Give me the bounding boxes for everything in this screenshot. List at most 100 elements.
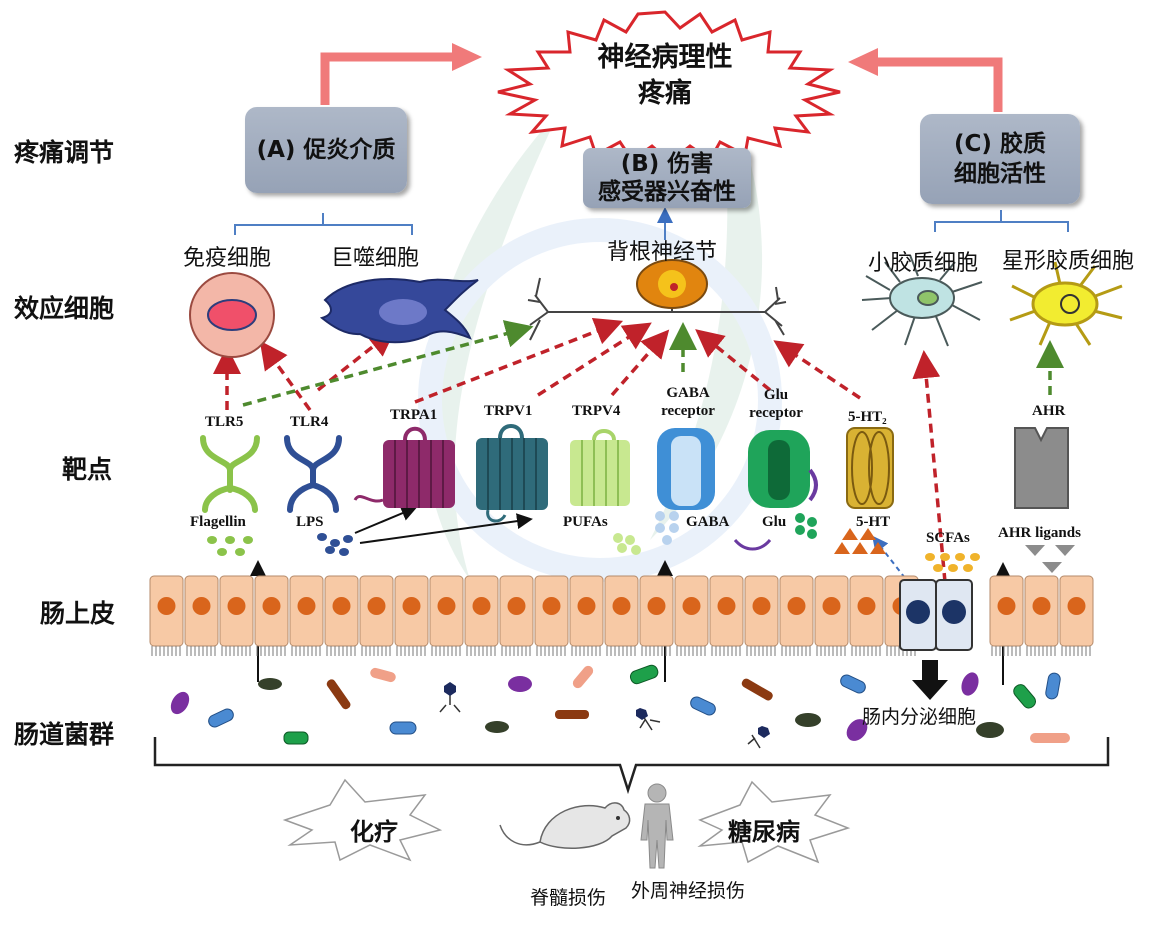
epithelial-nucleus	[367, 597, 386, 615]
diabetes-lightning	[697, 780, 851, 864]
enteroendocrine-cells-icon	[899, 579, 973, 651]
trpv4-channel-icon	[570, 429, 630, 506]
label-gaba: GABA	[686, 514, 730, 530]
microvilli	[396, 646, 426, 656]
glu-curve	[733, 538, 772, 551]
microvilli	[676, 646, 706, 656]
mechanism-b-line-2: 感受器兴奋性	[598, 179, 736, 205]
label-trpa1: TRPA1	[390, 407, 438, 423]
title-line-2: 疼痛	[638, 78, 692, 109]
microvilli	[571, 646, 601, 656]
label-trpv1: TRPV1	[484, 403, 533, 419]
red-dashed-arrows	[213, 318, 947, 583]
label-5ht2: 5-HT₂	[848, 409, 887, 425]
glu-dots	[795, 513, 817, 539]
label-glu-receptor-line-2: receptor	[749, 405, 803, 421]
row-label-effector-cells: 效应细胞	[14, 294, 115, 323]
label-glu-receptor: Glu receptor	[742, 386, 810, 422]
microvilli	[361, 646, 391, 656]
label-gaba-receptor-line-2: receptor	[661, 403, 715, 419]
microvilli	[151, 646, 181, 656]
bacteria-icons	[170, 664, 1070, 749]
label-drg: 背根神经节	[607, 240, 718, 265]
label-pufas: PUFAs	[563, 514, 608, 530]
mouse-icon	[499, 802, 631, 849]
epithelial-nucleus	[997, 597, 1016, 615]
label-lps: LPS	[296, 514, 324, 530]
glu-receptor-icon	[748, 430, 818, 508]
label-ahr: AHR	[1032, 403, 1066, 419]
label-trpv4: TRPV4	[572, 403, 621, 419]
label-peripheral-nerve-injury: 外周神经损伤	[631, 880, 746, 902]
label-spinal-cord-injury: 脊髓损伤	[530, 887, 607, 909]
lps-dots	[317, 533, 353, 556]
mechanism-c-line-2: 细胞活性	[954, 161, 1046, 187]
label-enteroendocrine: 肠内分泌细胞	[862, 706, 977, 728]
epithelial-nucleus	[332, 597, 351, 615]
microvilli	[256, 646, 286, 656]
pink-arrow-left	[320, 43, 482, 105]
microvilli	[466, 646, 496, 656]
astrocyte-icon	[1009, 261, 1123, 346]
epithelial-nucleus	[227, 597, 246, 615]
pink-arrow-right	[848, 48, 1003, 112]
label-5ht: 5-HT	[856, 514, 891, 530]
label-scfas: SCFAs	[926, 530, 970, 546]
label-chemotherapy: 化疗	[350, 818, 398, 846]
human-icon	[640, 783, 674, 869]
5ht-triangles	[834, 528, 886, 554]
microvilli	[606, 646, 636, 656]
epithelial-nucleus	[612, 597, 631, 615]
label-macrophage: 巨噬细胞	[331, 246, 420, 271]
down-arrow-icon	[912, 660, 948, 700]
green-dashed-arrows	[242, 320, 1064, 407]
microvilli	[711, 646, 741, 656]
label-flagellin: Flagellin	[190, 514, 246, 530]
label-gaba-receptor: GABA receptor	[654, 384, 722, 420]
label-glu-receptor-line-1: Glu	[763, 387, 789, 403]
epithelial-nucleus	[192, 597, 211, 615]
label-microglia: 小胶质细胞	[868, 251, 979, 276]
epithelial-nucleus	[472, 597, 491, 615]
label-immune-cell: 免疫细胞	[183, 246, 272, 271]
microvilli	[851, 646, 881, 656]
flagellin-dots	[207, 536, 253, 556]
mechanism-box-b: (B) 伤害 感受器兴奋性	[583, 148, 751, 208]
epithelial-nucleus	[577, 597, 596, 615]
immune-cell-icon	[189, 272, 275, 358]
label-tlr5: TLR5	[205, 414, 244, 430]
microvilli	[186, 646, 216, 656]
epithelial-nucleus	[297, 597, 316, 615]
epithelial-nucleus	[752, 597, 771, 615]
epithelial-nucleus	[717, 597, 736, 615]
microvilli	[221, 646, 251, 656]
mechanism-b-line-1: (B) 伤害	[620, 151, 714, 177]
macrophage-icon	[319, 278, 479, 344]
gaba-receptor-icon	[657, 428, 715, 510]
ahr-receptor-icon	[1014, 427, 1069, 509]
trpa1-channel-icon	[353, 426, 455, 508]
epithelial-nucleus	[402, 597, 421, 615]
epithelial-nucleus	[787, 597, 806, 615]
epithelial-nucleus	[1032, 597, 1051, 615]
bracket-c	[934, 210, 1069, 232]
label-diabetes: 糖尿病	[728, 818, 800, 846]
microvilli	[1026, 646, 1056, 656]
trpv1-channel-icon	[476, 424, 548, 523]
microvilli	[816, 646, 846, 656]
row-label-pain-modulation: 疼痛调节	[14, 138, 115, 167]
label-glu: Glu	[762, 514, 787, 530]
tlr5-receptor-icon	[200, 435, 260, 513]
mechanism-box-c: (C) 胶质 细胞活性	[920, 114, 1080, 204]
epithelial-nucleus	[437, 597, 456, 615]
epithelium-layer	[149, 575, 1094, 656]
epithelial-nucleus	[1067, 597, 1086, 615]
epithelial-nucleus	[507, 597, 526, 615]
label-tlr4: TLR4	[290, 414, 329, 430]
scfa-dots	[925, 553, 980, 572]
microvilli	[431, 646, 461, 656]
epithelial-nucleus	[647, 597, 666, 615]
epithelial-nucleus	[682, 597, 701, 615]
row-label-microbiota: 肠道菌群	[14, 720, 115, 749]
